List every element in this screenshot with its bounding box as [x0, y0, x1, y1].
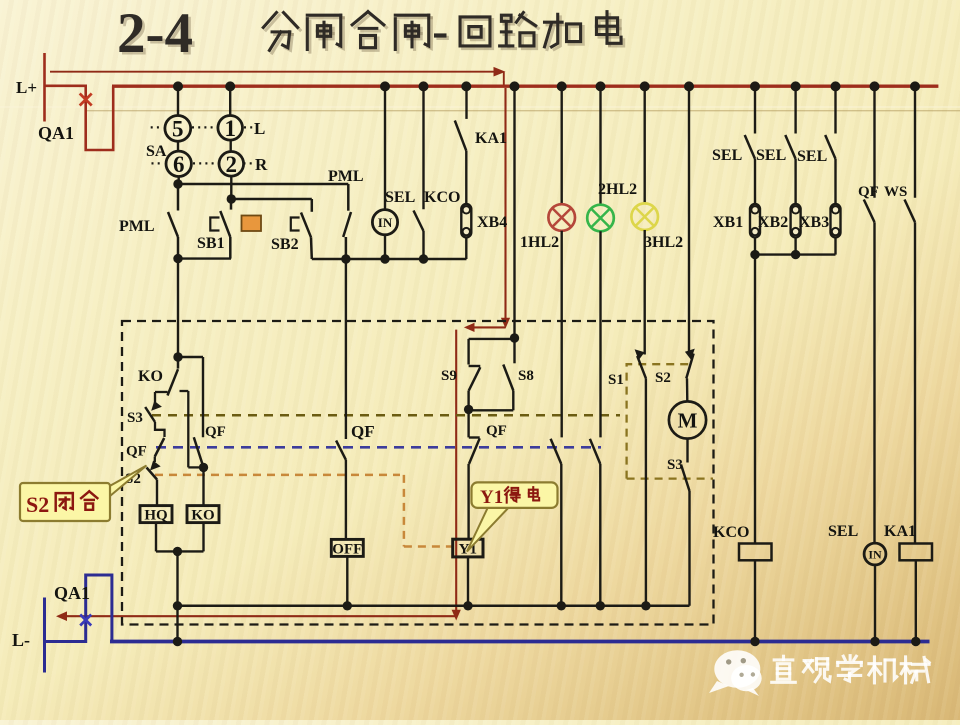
svg-text:SB1: SB1 — [197, 235, 225, 252]
svg-text:SEL: SEL — [797, 148, 827, 165]
svg-text:L-: L- — [12, 630, 30, 650]
svg-text:S9: S9 — [441, 368, 457, 384]
svg-text:1HL2: 1HL2 — [520, 234, 559, 251]
svg-text:PML: PML — [328, 168, 364, 185]
svg-text:QF: QF — [126, 444, 147, 460]
svg-text:IN: IN — [378, 215, 393, 230]
svg-text:KA1: KA1 — [475, 130, 507, 147]
svg-text:QA1: QA1 — [38, 123, 74, 143]
svg-text:IN: IN — [868, 548, 882, 562]
svg-text:SEL: SEL — [828, 523, 858, 540]
svg-text:QF: QF — [858, 184, 879, 200]
svg-text:L: L — [254, 119, 265, 138]
svg-text:5: 5 — [172, 117, 184, 142]
svg-text:2HL2: 2HL2 — [598, 181, 637, 198]
svg-text:2-4: 2-4 — [117, 2, 193, 65]
svg-text:SA: SA — [146, 143, 167, 160]
svg-text:KCO: KCO — [424, 189, 460, 206]
svg-text:QF: QF — [351, 422, 375, 441]
svg-text:QA1: QA1 — [54, 583, 90, 603]
svg-text:QF: QF — [205, 424, 226, 440]
svg-text:6: 6 — [173, 152, 185, 177]
svg-text:S2: S2 — [26, 492, 49, 517]
svg-text:SEL: SEL — [756, 147, 786, 164]
svg-text:M: M — [678, 409, 698, 433]
svg-text:R: R — [255, 155, 268, 174]
svg-text:KO: KO — [191, 508, 214, 524]
svg-text:KO: KO — [138, 368, 163, 385]
svg-text:S8: S8 — [518, 368, 534, 384]
svg-text:S3: S3 — [667, 457, 683, 473]
svg-text:SB2: SB2 — [271, 236, 299, 253]
svg-text:PML: PML — [119, 218, 155, 235]
svg-text:Y1: Y1 — [480, 487, 503, 508]
svg-text:XB3: XB3 — [799, 214, 829, 231]
svg-text:S3: S3 — [127, 410, 143, 426]
svg-text:XB2: XB2 — [758, 214, 788, 231]
svg-text:3HL2: 3HL2 — [644, 234, 683, 251]
svg-text:SEL: SEL — [385, 189, 415, 206]
svg-text:WS: WS — [884, 184, 907, 200]
svg-text:SEL: SEL — [712, 147, 742, 164]
svg-text:1: 1 — [224, 116, 236, 141]
svg-text:XB1: XB1 — [713, 214, 743, 231]
svg-text:OFF: OFF — [332, 541, 362, 557]
svg-text:S2: S2 — [655, 370, 671, 386]
svg-text:XB4: XB4 — [477, 214, 507, 231]
svg-text:KCO: KCO — [713, 524, 749, 541]
svg-text:L+: L+ — [16, 78, 37, 97]
svg-text:KA1: KA1 — [884, 523, 916, 540]
svg-text:S1: S1 — [608, 372, 624, 388]
svg-text:HQ: HQ — [144, 508, 168, 524]
svg-text:QF: QF — [486, 423, 507, 439]
svg-text:2: 2 — [226, 152, 238, 177]
